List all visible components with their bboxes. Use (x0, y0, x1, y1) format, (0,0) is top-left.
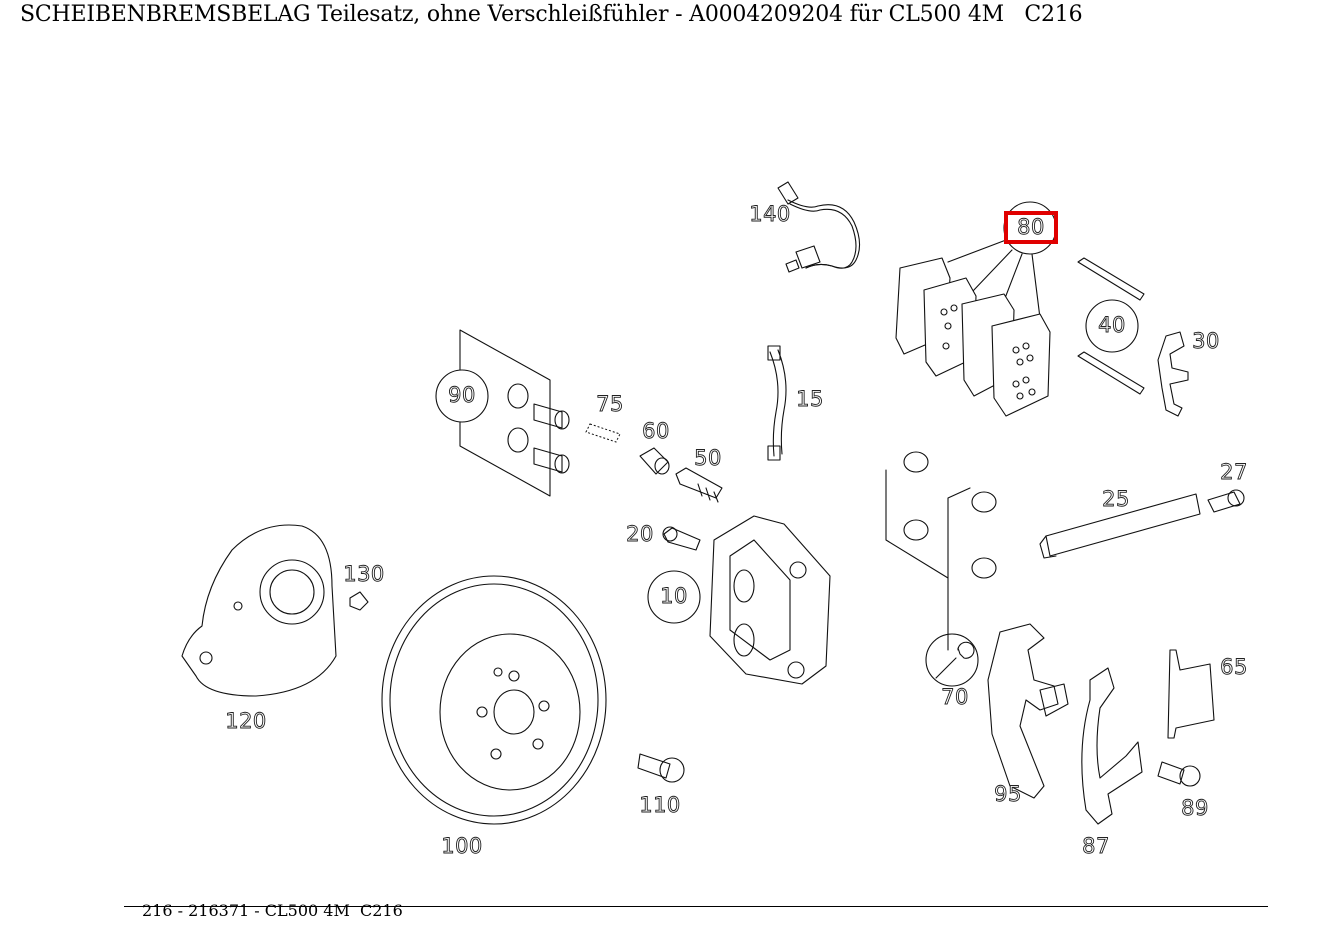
part-label-110[interactable]: 110 (639, 793, 681, 818)
part-60-cap[interactable] (639, 447, 670, 475)
part-label-75[interactable]: 75 (596, 392, 624, 417)
part-120-splash-shield[interactable] (181, 524, 337, 697)
part-90-piston-kit[interactable] (435, 329, 570, 497)
part-40-guide-pins[interactable] (1077, 257, 1145, 395)
part-label-60[interactable]: 60 (642, 419, 670, 444)
part-label-10[interactable]: 10 (660, 584, 688, 609)
part-label-65[interactable]: 65 (1220, 655, 1248, 680)
part-label-27[interactable]: 27 (1220, 460, 1248, 485)
part-50-bleeder-screw[interactable] (675, 467, 723, 503)
part-label-95[interactable]: 95 (994, 782, 1022, 807)
part-label-120[interactable]: 120 (225, 709, 267, 734)
part-25-bolt[interactable] (1039, 493, 1201, 559)
part-label-90[interactable]: 90 (448, 383, 476, 408)
part-140-wear-sensor[interactable] (777, 181, 861, 273)
part-10-caliper[interactable] (647, 515, 831, 685)
part-130-bolt[interactable] (349, 591, 369, 611)
page-title: SCHEIBENBREMSBELAG Teilesatz, ohne Versc… (20, 2, 1083, 27)
part-75-spring[interactable] (585, 423, 621, 443)
part-110-screw[interactable] (637, 753, 685, 783)
part-label-140[interactable]: 140 (749, 202, 791, 227)
part-label-25[interactable]: 25 (1102, 487, 1130, 512)
part-30-spring-clip[interactable] (1157, 331, 1189, 417)
part-label-89[interactable]: 89 (1181, 796, 1209, 821)
footer-divider (124, 906, 1268, 907)
part-27-screw[interactable] (1207, 489, 1245, 513)
part-89-screw[interactable] (1157, 761, 1201, 787)
part-label-40[interactable]: 40 (1098, 313, 1126, 338)
part-label-87[interactable]: 87 (1082, 834, 1110, 859)
part-100-brake-disc[interactable] (381, 575, 607, 825)
part-label-30[interactable]: 30 (1192, 329, 1220, 354)
part-15-brake-hose[interactable] (767, 345, 787, 461)
part-65-sensor-clip[interactable] (1167, 649, 1215, 739)
part-label-80[interactable]: 80 (1017, 215, 1045, 240)
part-label-130[interactable]: 130 (343, 562, 385, 587)
seal-kit-group[interactable] (885, 451, 997, 651)
part-label-15[interactable]: 15 (796, 387, 824, 412)
footer-caption: 216 - 216371 - CL500 4M C216 (142, 901, 403, 920)
part-20-bolt[interactable] (662, 526, 701, 551)
part-label-100[interactable]: 100 (441, 834, 483, 859)
part-80-brake-pads[interactable] (895, 201, 1057, 417)
part-95-holder[interactable] (987, 623, 1069, 799)
part-label-50[interactable]: 50 (694, 446, 722, 471)
part-label-20[interactable]: 20 (626, 522, 654, 547)
part-label-70[interactable]: 70 (941, 685, 969, 710)
part-87-spring[interactable] (1081, 667, 1143, 825)
part-70-tool[interactable] (925, 633, 979, 687)
highlight-box (1004, 211, 1058, 244)
